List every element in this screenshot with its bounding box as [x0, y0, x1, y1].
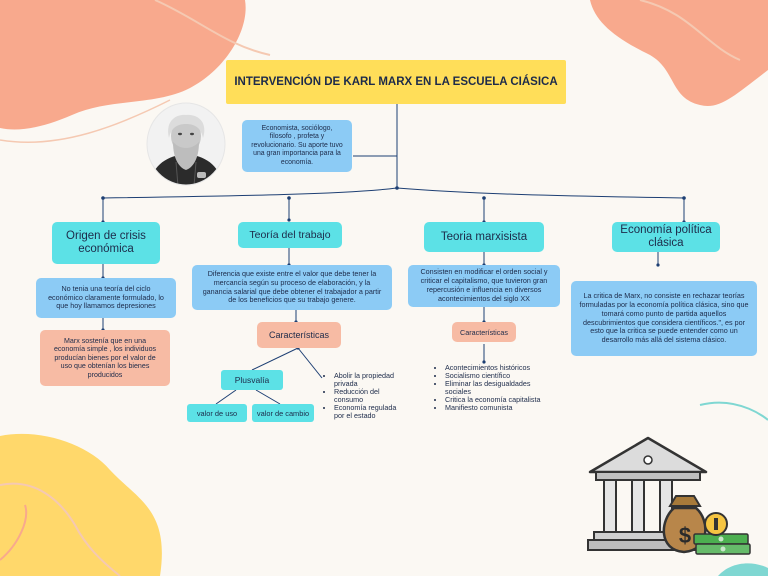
- valor-uso-node: valor de uso: [187, 404, 247, 422]
- branch-marxismo-desc: Consisten en modificar el orden social y…: [408, 265, 560, 307]
- list-item: Critica la economía capitalista: [445, 396, 549, 404]
- list-item: Socialismo científico: [445, 371, 549, 380]
- list-item: Economía regulada por el estado: [334, 404, 402, 420]
- valor-cambio-text: valor de cambio: [256, 408, 310, 418]
- branch-origen-desc-text: No tenia una teoría del ciclo económico …: [48, 283, 164, 311]
- branch-marxismo-title: Teoria marxisista: [424, 222, 544, 252]
- branch-economia-title: Economía política clásica: [612, 222, 720, 252]
- branch-economia-title-text: Economía política clásica: [620, 223, 712, 249]
- branch-marxismo-title-text: Teoria marxisista: [440, 231, 528, 243]
- trabajo-features-label-text: Características: [268, 330, 330, 340]
- valor-cambio-node: valor de cambio: [252, 404, 314, 422]
- branch-origen-title: Origen de crisis económica: [52, 222, 160, 264]
- list-item: Eliminar las desigualdades sociales: [445, 380, 549, 396]
- plusvalia-text: Plusvalía: [234, 375, 270, 385]
- bio-box: Economista, sociólogo, filosofo , profet…: [242, 120, 352, 172]
- list-item: Manifiesto comunista: [445, 404, 549, 412]
- trabajo-features-label: Características: [257, 322, 341, 348]
- bio-text: Economista, sociólogo, filosofo , profet…: [251, 124, 343, 166]
- branch-origen-desc: No tenia una teoría del ciclo económico …: [36, 278, 176, 318]
- branch-trabajo-desc: Diferencia que existe entre el valor que…: [192, 265, 392, 310]
- banknotes-icon: [693, 533, 751, 555]
- marxismo-features-label: Características: [452, 322, 516, 342]
- branch-trabajo-desc-text: Diferencia que existe entre el valor que…: [202, 268, 382, 305]
- marxismo-features-list: Acontecimientos históricos Socialismo ci…: [434, 363, 549, 412]
- svg-text:$: $: [679, 523, 691, 548]
- branch-economia-desc-text: La critica de Marx, no consiste en recha…: [579, 291, 749, 345]
- main-title-text: INTERVENCIÓN DE KARL MARX EN LA ESCUELA …: [234, 76, 558, 88]
- marxismo-features-label-text: Características: [460, 327, 508, 337]
- branch-trabajo-title: Teoría del trabajo: [238, 222, 342, 248]
- branch-origen-note-text: Marx sostenía que en una economía simple…: [53, 337, 157, 379]
- list-item: Abolir la propiedad privada: [334, 371, 402, 388]
- branch-trabajo-title-text: Teoría del trabajo: [249, 229, 331, 241]
- trabajo-features-list: Abolir la propiedad privada Reducción de…: [323, 371, 402, 420]
- main-title: INTERVENCIÓN DE KARL MARX EN LA ESCUELA …: [226, 60, 566, 104]
- branch-origen-title-text: Origen de crisis económica: [66, 229, 146, 255]
- branch-origen-note: Marx sostenía que en una economía simple…: [40, 330, 170, 386]
- list-item: Acontecimientos históricos: [445, 363, 549, 372]
- portrait-icon: [146, 102, 226, 186]
- valor-uso-text: valor de uso: [196, 408, 238, 418]
- coin-icon: [704, 512, 728, 536]
- branch-marxismo-desc-text: Consisten en modificar el orden social y…: [420, 267, 548, 303]
- branch-economia-desc: La critica de Marx, no consiste en recha…: [571, 281, 757, 356]
- plusvalia-node: Plusvalía: [221, 370, 283, 390]
- list-item: Reducción del consumo: [334, 388, 402, 404]
